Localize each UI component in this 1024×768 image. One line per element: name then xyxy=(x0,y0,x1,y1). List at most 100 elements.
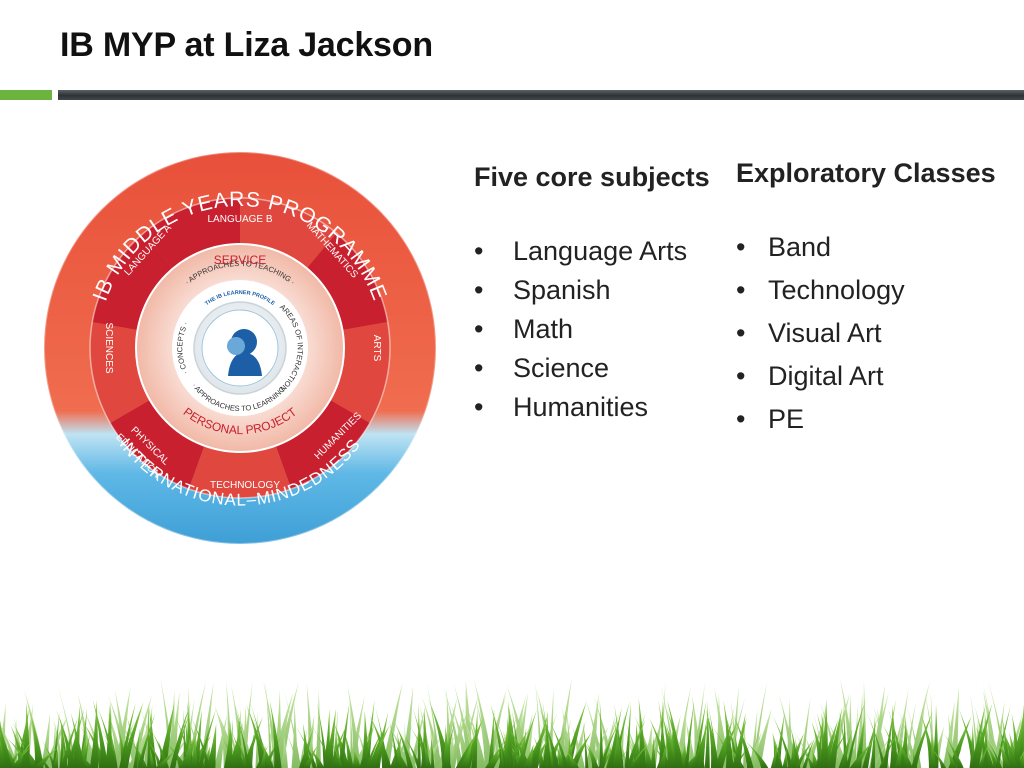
grass-blade xyxy=(789,722,800,768)
bullet-icon: • xyxy=(474,392,484,422)
grass-blade xyxy=(846,698,867,768)
grass-blade xyxy=(987,679,1008,768)
grass-blade xyxy=(392,718,413,768)
grass-blade xyxy=(30,714,44,768)
learner-profile-icon xyxy=(227,329,262,376)
grass-blade xyxy=(667,700,683,768)
grass-blade xyxy=(1001,728,1018,768)
grass-blade xyxy=(490,704,507,768)
grass-blade xyxy=(982,732,1002,768)
grass-blade xyxy=(1017,703,1024,768)
grass-blade xyxy=(234,705,250,768)
list-item: •Science xyxy=(474,349,724,388)
grass-blade xyxy=(52,712,60,768)
grass-blade xyxy=(445,733,455,768)
list-item: •Humanities xyxy=(474,388,724,427)
grass-blade xyxy=(13,741,32,768)
grass-blade xyxy=(568,732,592,768)
grass-blade xyxy=(586,742,599,768)
grass-blade xyxy=(499,738,505,768)
grass-blade xyxy=(119,702,136,768)
grass-blade xyxy=(599,723,618,768)
grass-blade xyxy=(508,727,531,768)
grass-blade xyxy=(247,728,255,768)
grass-blade xyxy=(259,745,266,768)
grass-blade xyxy=(231,685,245,768)
list-item: •Digital Art xyxy=(736,355,1016,398)
grass-blade xyxy=(367,725,390,768)
grass-blade xyxy=(506,701,514,768)
grass-blade xyxy=(1002,716,1011,768)
grass-blade xyxy=(929,733,936,768)
grass-blade xyxy=(732,713,746,768)
grass-blade xyxy=(911,711,933,768)
bullet-icon: • xyxy=(474,275,484,305)
grass-blade xyxy=(375,707,389,768)
grass-blade xyxy=(945,747,958,768)
grass-blade xyxy=(593,695,614,768)
grass-blade xyxy=(460,740,473,768)
grass-blade xyxy=(60,717,78,768)
grass-blade xyxy=(606,729,619,768)
grass-blade xyxy=(291,700,298,768)
list-item: •Math xyxy=(474,310,724,349)
grass-blade xyxy=(0,726,12,768)
grass-blade xyxy=(475,698,491,768)
grass-blade xyxy=(169,703,191,768)
grass-blade xyxy=(430,731,435,768)
grass-blade xyxy=(381,682,403,768)
core-subjects-column: Five core subjects •Language Arts •Spani… xyxy=(474,150,724,427)
grass-blade xyxy=(269,700,282,768)
exploratory-classes-column: Exploratory Classes •Band •Technology •V… xyxy=(736,150,1016,441)
grass-blade xyxy=(827,707,843,768)
grass-blade xyxy=(343,729,354,768)
exploratory-classes-heading: Exploratory Classes xyxy=(736,158,996,188)
bullet-icon: • xyxy=(736,232,746,262)
grass-blade xyxy=(971,703,986,768)
grass-blade xyxy=(331,742,344,768)
grass-blade xyxy=(77,734,87,768)
grass-blade xyxy=(913,697,926,768)
grass-blade xyxy=(219,717,228,768)
grass-blade xyxy=(471,709,478,768)
grass-blade xyxy=(52,747,59,768)
header-rule-bar xyxy=(58,90,1024,100)
grass-blade xyxy=(585,743,598,768)
grass-blade xyxy=(155,749,177,768)
grass-blade xyxy=(542,699,552,768)
grass-blade xyxy=(892,734,913,768)
grass-blade xyxy=(520,722,534,768)
grass-blade xyxy=(280,735,288,768)
grass-blade xyxy=(351,748,361,768)
grass-blade xyxy=(495,717,513,768)
grass-blade xyxy=(582,720,589,768)
grass-blade xyxy=(539,707,560,768)
grass-blade xyxy=(265,680,273,768)
bullet-icon: • xyxy=(736,275,746,305)
grass-blade xyxy=(715,692,722,768)
grass-blade xyxy=(230,692,253,768)
grass-blade xyxy=(802,736,816,768)
grass-blade xyxy=(149,742,163,768)
grass-blade xyxy=(838,729,853,768)
grass-blade xyxy=(92,699,109,768)
grass-blade xyxy=(745,741,769,768)
grass-blade xyxy=(651,698,666,768)
grass-blade xyxy=(422,737,431,768)
grass-blade xyxy=(442,725,450,768)
list-item: •Technology xyxy=(736,269,1016,312)
grass-blade xyxy=(224,720,233,768)
grass-blade xyxy=(315,689,321,768)
grass-blade xyxy=(638,698,647,768)
grass-blade xyxy=(694,715,711,768)
grass-blade xyxy=(245,703,268,768)
subject-label-sciences: SCIENCES xyxy=(103,322,114,373)
grass-blade xyxy=(684,701,695,768)
list-item: •Visual Art xyxy=(736,312,1016,355)
grass-blade xyxy=(995,705,1011,768)
grass-blade xyxy=(898,710,918,768)
grass-blade xyxy=(1018,750,1024,768)
grass-front-layer xyxy=(0,698,1024,768)
grass-blade xyxy=(870,713,876,768)
grass-blade xyxy=(723,700,734,768)
